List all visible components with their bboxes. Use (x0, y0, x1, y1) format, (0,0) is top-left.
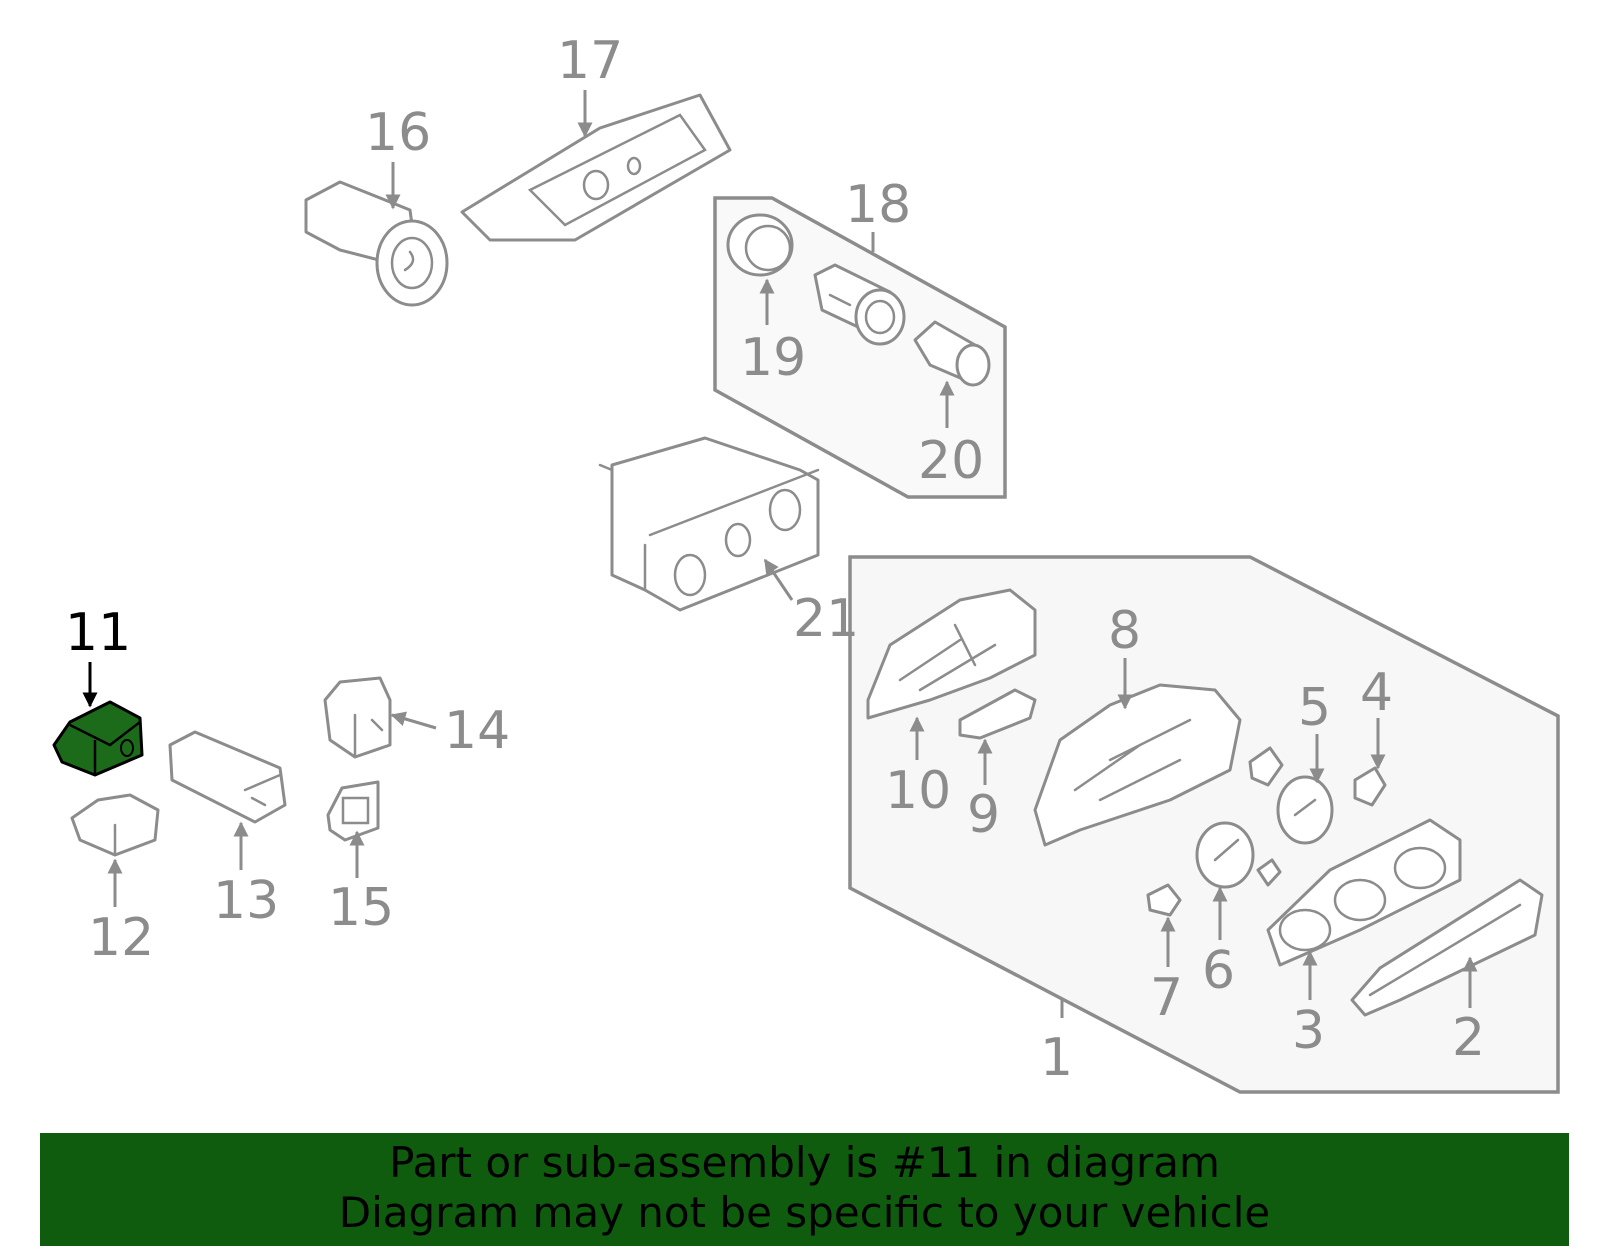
callout-12: 12 (88, 908, 154, 968)
callout-11: 11 (65, 603, 131, 663)
part-12-switch[interactable] (70, 793, 160, 857)
part-15-bracket[interactable] (326, 780, 380, 842)
part-17-bezel[interactable] (460, 93, 732, 242)
part-9-connector[interactable] (958, 688, 1037, 740)
callout-2: 2 (1452, 1008, 1485, 1068)
part-7-gauge[interactable] (1146, 883, 1182, 917)
part-10-circuit-board[interactable] (866, 588, 1037, 720)
small-gauge-a[interactable] (1248, 746, 1284, 787)
banner-line-1: Part or sub-assembly is #11 in diagram (389, 1138, 1220, 1187)
callout-17: 17 (557, 31, 623, 91)
part-6-gauge[interactable] (1195, 821, 1255, 889)
callout-15: 15 (328, 878, 394, 938)
part-14-switch[interactable] (323, 676, 392, 759)
banner-line-2: Diagram may not be specific to your vehi… (338, 1188, 1271, 1237)
part-20-element[interactable] (913, 320, 991, 387)
part-11-switch-highlighted[interactable] (52, 700, 144, 777)
callout-10: 10 (885, 761, 951, 821)
part-2-bezel[interactable] (1350, 878, 1544, 1017)
callout-21: 21 (793, 589, 859, 649)
part-16-socket[interactable] (304, 180, 449, 307)
callout-5: 5 (1298, 678, 1331, 738)
group-box-1 (848, 555, 1560, 1094)
part-13-switch[interactable] (168, 730, 287, 824)
part-8-cluster-housing[interactable] (1033, 683, 1242, 847)
part-19-cap[interactable] (726, 213, 794, 277)
callout-8: 8 (1108, 601, 1141, 661)
callout-13: 13 (213, 871, 279, 931)
part-18-lighter[interactable] (813, 263, 906, 346)
part-4-gauge[interactable] (1353, 766, 1387, 807)
callout-19: 19 (740, 328, 806, 388)
callout-3: 3 (1292, 1001, 1325, 1061)
callout-7: 7 (1150, 968, 1183, 1028)
small-gauge-b[interactable] (1256, 858, 1282, 887)
callout-9: 9 (967, 785, 1000, 845)
group-box-18 (713, 196, 1007, 499)
callout-4: 4 (1360, 663, 1393, 723)
callout-6: 6 (1202, 941, 1235, 1001)
part-5-gauge[interactable] (1276, 775, 1334, 845)
arrow-14 (390, 711, 437, 730)
callout-16: 16 (365, 103, 431, 163)
info-banner: Part or sub-assembly is #11 in diagram D… (40, 1133, 1569, 1246)
callout-20: 20 (918, 431, 984, 491)
part-3-cluster-lens[interactable] (1266, 818, 1462, 967)
callout-18: 18 (845, 175, 911, 235)
callout-14: 14 (444, 701, 510, 761)
part-21-heater-control[interactable] (598, 436, 820, 612)
callout-1: 1 (1040, 1028, 1073, 1088)
arrow-21 (763, 558, 794, 601)
